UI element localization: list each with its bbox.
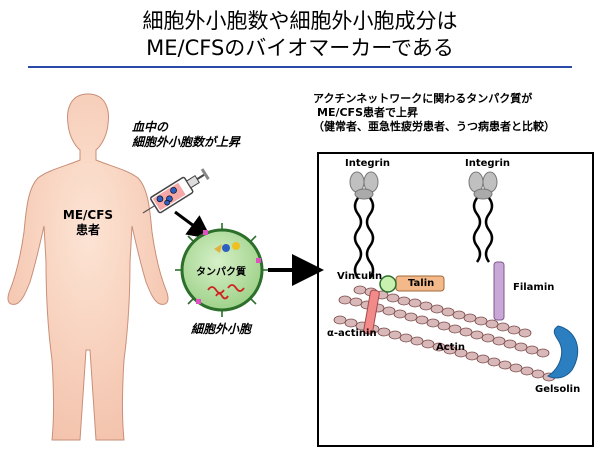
integrin-left-icon (349, 171, 379, 279)
integrin-right-label: Integrin (465, 158, 511, 169)
blood-note: 血中の 細胞外小胞数が上昇 (132, 120, 240, 150)
patient-label-line-1: ME/CFS (62, 208, 114, 222)
talin-label: Talin (408, 278, 435, 289)
alpha-actinin-icon (363, 289, 380, 335)
alpha-actinin-label: α-actinin (327, 328, 377, 339)
blood-note-line-1: 血中の (132, 120, 169, 134)
patient-label-line-2: 患者 (75, 223, 100, 237)
protein-label: タンパク質 (196, 267, 246, 278)
arrow-to-vesicle (174, 210, 212, 240)
gelsolin-icon (547, 325, 579, 379)
actin-label: Actin (436, 342, 465, 353)
blood-note-line-2: 細胞外小胞数が上昇 (132, 135, 241, 149)
title-line-1: 細胞外小胞数や細胞外小胞成分は (142, 9, 458, 33)
vesicle-caption: 細胞外小胞 (191, 322, 252, 336)
vinculin-label: Vinculin (337, 271, 383, 282)
filamin-label: Filamin (513, 282, 555, 293)
syringe-icon (142, 168, 210, 214)
panel-heading-line-3: （健常者、亜急性疲労患者、うつ病患者と比較） (313, 120, 555, 133)
filamin-icon (493, 261, 505, 321)
vinculin-icon (379, 275, 397, 293)
panel-heading-line-2: ME/CFS患者で上昇 (317, 106, 418, 119)
gelsolin-label: Gelsolin (535, 384, 581, 395)
title-line-2: ME/CFSのバイオマーカーである (146, 36, 454, 60)
panel-heading: アクチンネットワークに関わるタンパク質が ME/CFS患者で上昇 （健常者、亜急… (313, 92, 555, 134)
integrin-left-label: Integrin (345, 158, 391, 169)
patient-label: ME/CFS 患者 (53, 208, 123, 238)
extracellular-vesicle-icon (175, 223, 269, 317)
actin-network-panel (317, 152, 594, 447)
title-divider (28, 66, 572, 68)
panel-heading-line-1: アクチンネットワークに関わるタンパク質が (313, 92, 533, 105)
human-body-icon (7, 93, 169, 441)
integrin-right-icon (468, 171, 498, 263)
